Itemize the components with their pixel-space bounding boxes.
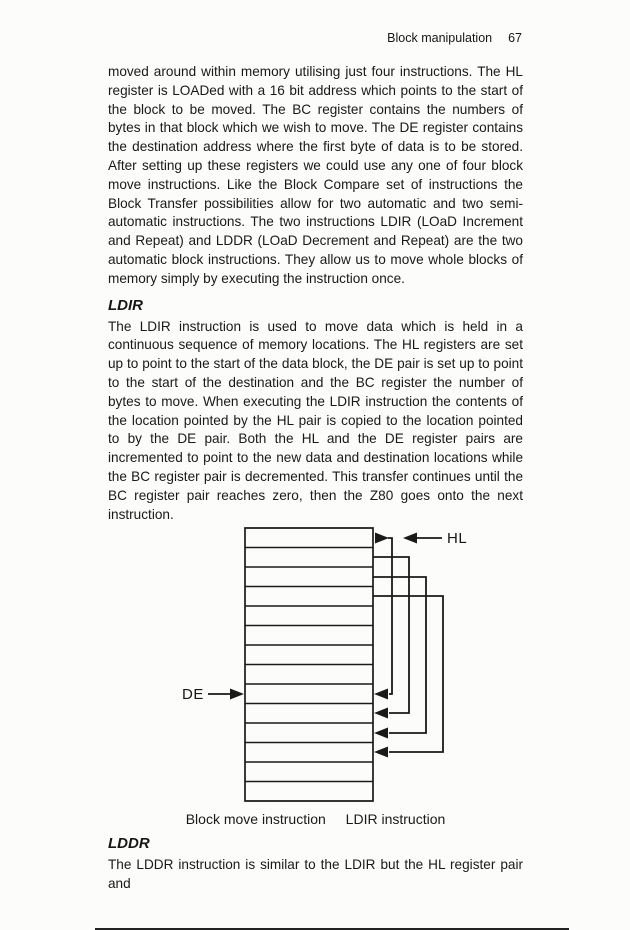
paragraph-intro: moved around within memory utilising jus…: [108, 64, 523, 286]
diagram-caption-left: Block move instruction: [185, 811, 326, 828]
memory-cells-grid: [244, 527, 374, 803]
dest-arrowhead-2: [374, 707, 388, 719]
dest-arrowhead-3: [374, 727, 388, 739]
diagram-caption-right: LDIR instruction: [345, 811, 446, 828]
paragraph-lddr: The LDDR instruction is similar to the L…: [108, 857, 523, 892]
dest-arrowhead-4: [374, 746, 388, 758]
de-pointer: DE: [182, 686, 230, 703]
transfer-routes: [373, 537, 444, 754]
arrowheads: [230, 532, 417, 758]
ldir-diagram: HL DE: [108, 526, 523, 807]
transfer-route-2: [373, 556, 410, 715]
hl-label: HL: [447, 530, 467, 547]
transfer-route-1: [388, 537, 393, 696]
hl-pointer: HL: [417, 530, 467, 547]
de-arrowhead: [230, 688, 244, 700]
page-content: moved around within memory utilising jus…: [108, 63, 523, 894]
memory-block-figure: HL DE: [182, 527, 467, 803]
paragraph-ldir: The LDIR instruction is used to move dat…: [108, 318, 523, 522]
diagram-caption: Block move instruction LDIR instruction: [108, 811, 523, 827]
scan-artifact-line: [95, 928, 569, 930]
section-heading-lddr: LDDR: [108, 835, 150, 853]
transfer-route-3: [373, 576, 427, 735]
hl-arrowhead: [403, 532, 417, 544]
running-head-title: Block manipulation: [387, 31, 493, 45]
transfer-route-4: [373, 595, 444, 754]
page-number: 67: [508, 31, 522, 45]
de-label: DE: [182, 686, 204, 703]
section-heading-ldir: LDIR: [108, 296, 143, 314]
running-head: Block manipulation 67: [387, 31, 522, 45]
dest-arrowhead-1: [374, 688, 388, 700]
source-exit-arrowhead: [375, 532, 389, 544]
